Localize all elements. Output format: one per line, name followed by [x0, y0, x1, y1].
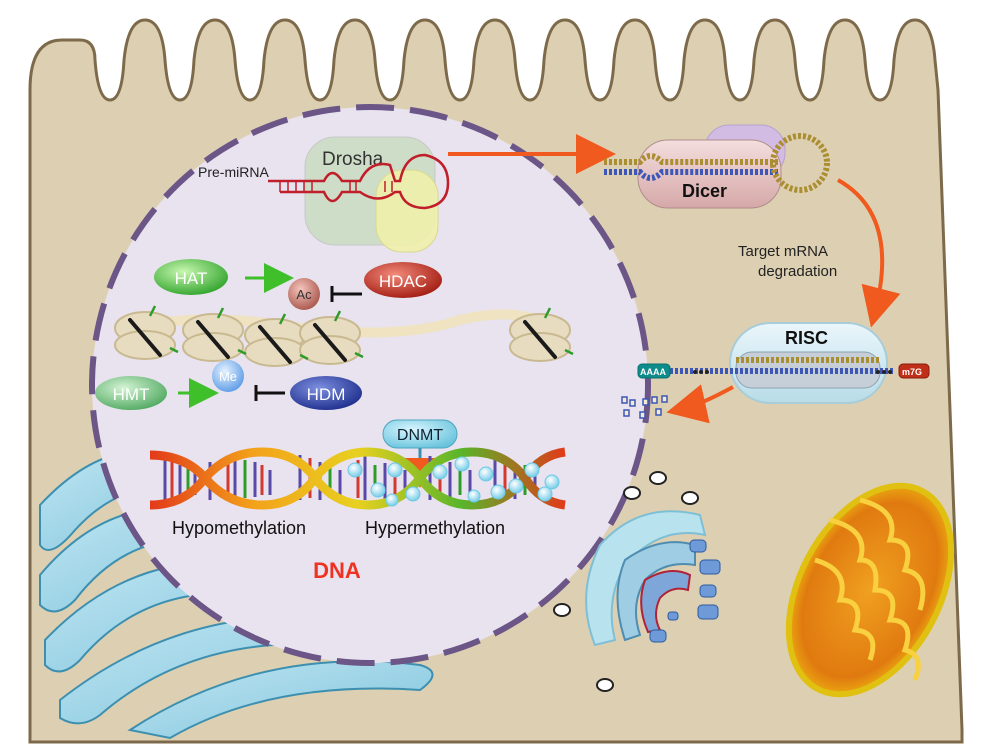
pre-mirna-label: Pre-miRNA [198, 164, 269, 180]
methylation-beads [347, 456, 560, 507]
hdm-enzyme [290, 376, 362, 410]
hdac-inhibition [330, 286, 362, 302]
target-mrna-label-line2: degradation [758, 263, 837, 280]
drosha-label: Drosha [322, 149, 384, 170]
hdm-label: HDM [307, 385, 346, 404]
chromatin-fiber [114, 305, 574, 367]
hat-label: HAT [175, 269, 208, 288]
risc-complex [637, 322, 930, 404]
risc-label: RISC [785, 328, 828, 348]
target-mrna-label-line1: Target mRNA [738, 243, 828, 260]
mitochondrion [785, 482, 955, 698]
hdm-inhibition [254, 385, 285, 401]
hmt-enzyme [95, 376, 167, 410]
degradation-arrow [666, 384, 734, 424]
hypomethylation-label: Hypomethylation [172, 518, 306, 538]
acetyl-label: Ac [296, 287, 312, 302]
dna-label: DNA [313, 558, 361, 583]
dicer-complex [604, 124, 830, 209]
hypermethylation-label: Hypermethylation [365, 518, 505, 538]
hmt-label: HMT [113, 385, 150, 404]
polya-tail-label: AAAA [640, 367, 666, 377]
methyl-group [212, 360, 244, 392]
dicer-label: Dicer [682, 181, 727, 201]
hdac-enzyme [364, 262, 442, 298]
drosha-complex [304, 136, 439, 253]
hat-enzyme [154, 259, 228, 295]
methyl-label: Me [219, 369, 237, 384]
m7g-cap-label: m7G [902, 367, 922, 377]
pre-mirna-hairpin [268, 153, 450, 210]
hdac-label: HDAC [379, 272, 427, 291]
golgi-apparatus [585, 510, 721, 647]
dicer-to-risc-arrow [837, 178, 901, 328]
nucleus [89, 104, 651, 666]
dnmt-label: DNMT [397, 427, 443, 444]
acetyl-group [288, 278, 320, 310]
mrna-fragments [621, 395, 668, 419]
vesicles [553, 471, 699, 692]
